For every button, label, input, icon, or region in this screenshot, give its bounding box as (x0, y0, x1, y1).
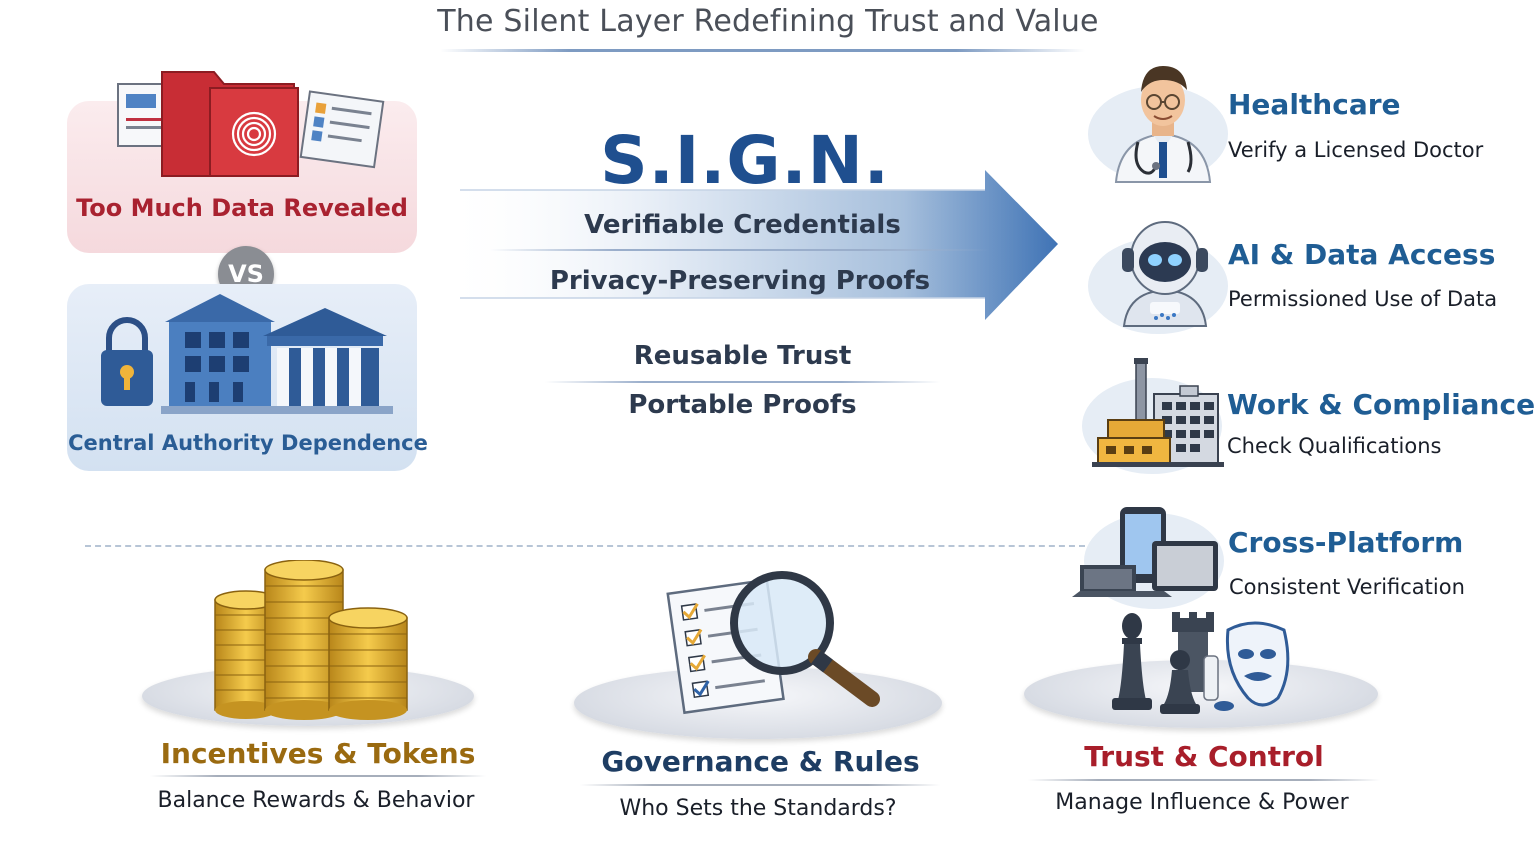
data-exposure-label: Too Much Data Revealed (76, 194, 408, 222)
bank-lock-icon (101, 294, 393, 414)
folder-documents-icon (117, 71, 385, 177)
work-subtitle: Check Qualifications (1227, 434, 1442, 458)
ai-title: AI & Data Access (1228, 238, 1496, 271)
title-underline (440, 49, 1085, 52)
robot-icon (1122, 221, 1208, 327)
control-divider (1028, 779, 1380, 781)
incentives-divider (150, 775, 486, 777)
reusable-divider (545, 381, 940, 383)
incentives-subtitle: Balance Rewards & Behavior (157, 788, 475, 813)
control-subtitle: Manage Influence & Power (1055, 790, 1349, 815)
arrow-divider (490, 249, 990, 251)
section-divider (85, 545, 1085, 547)
control-title: Trust & Control (1084, 740, 1324, 773)
governance-divider (580, 784, 940, 786)
verifiable-credentials-label: Verifiable Credentials (584, 210, 901, 240)
coins-icon (214, 560, 408, 720)
devices-icon (1072, 507, 1218, 597)
chess-mask-icon (1112, 612, 1290, 714)
checklist-magnifier-icon (666, 571, 880, 715)
healthcare-subtitle: Verify a Licensed Doctor (1228, 138, 1484, 162)
cross-platform-title: Cross-Platform (1228, 526, 1464, 559)
sign-arrow (440, 170, 1058, 320)
incentives-title: Incentives & Tokens (160, 737, 476, 770)
reusable-trust-label: Reusable Trust (633, 341, 852, 371)
portable-proofs-label: Portable Proofs (628, 390, 857, 420)
ai-subtitle: Permissioned Use of Data (1228, 287, 1498, 311)
doctor-icon (1114, 66, 1212, 183)
cross-platform-subtitle: Consistent Verification (1229, 575, 1465, 599)
healthcare-title: Healthcare (1228, 88, 1401, 121)
central-authority-label: Central Authority Dependence (68, 431, 428, 455)
governance-title: Governance & Rules (601, 745, 920, 778)
sign-heading: S.I.G.N. (600, 122, 890, 199)
page-title: The Silent Layer Redefining Trust and Va… (437, 4, 1099, 39)
privacy-proofs-label: Privacy-Preserving Proofs (549, 266, 931, 296)
work-title: Work & Compliance (1227, 388, 1536, 421)
governance-subtitle: Who Sets the Standards? (619, 796, 897, 821)
factory-icon (1092, 358, 1224, 467)
